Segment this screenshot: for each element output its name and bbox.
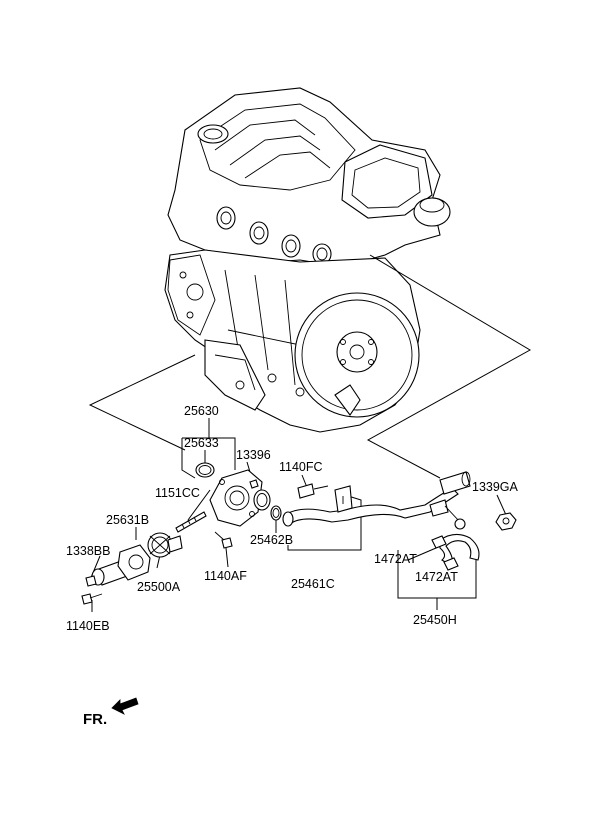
hose-25450H — [431, 533, 480, 571]
label-25461C: 25461C — [291, 577, 335, 591]
label-25631B: 25631B — [106, 513, 149, 527]
part-labels: 25630 25633 13396 1140FC 1339GA 1151CC 2… — [66, 404, 519, 633]
label-25500A: 25500A — [137, 580, 181, 594]
label-1472AT-lower: 1472AT — [415, 570, 458, 584]
label-1140AF: 1140AF — [204, 569, 247, 583]
label-25450H: 25450H — [413, 613, 457, 627]
front-label: FR. — [83, 711, 107, 728]
front-arrow-icon — [111, 697, 139, 715]
label-1339GA: 1339GA — [472, 480, 519, 494]
label-25633: 25633 — [184, 436, 219, 450]
label-1140EB: 1140EB — [66, 619, 110, 633]
label-1472AT-upper: 1472AT — [374, 552, 417, 566]
water-inlet-25631B — [91, 544, 151, 586]
reference-lines — [88, 254, 532, 479]
thermostat-housing-assembly — [175, 462, 271, 549]
label-1140FC: 1140FC — [279, 460, 323, 474]
bolts-1338BB-1140EB — [81, 575, 103, 605]
front-direction-marker: FR. — [83, 697, 139, 728]
label-13396: 13396 — [236, 448, 271, 462]
label-25630: 25630 — [184, 404, 219, 418]
hose-pipe-25461C — [270, 471, 471, 530]
thermostat-25500A — [147, 532, 183, 558]
label-1151CC: 1151CC — [155, 486, 200, 500]
label-1338BB: 1338BB — [66, 544, 110, 558]
label-25462B: 25462B — [250, 533, 293, 547]
engine-block-illustration — [164, 87, 451, 433]
nut-1339GA — [495, 512, 517, 531]
